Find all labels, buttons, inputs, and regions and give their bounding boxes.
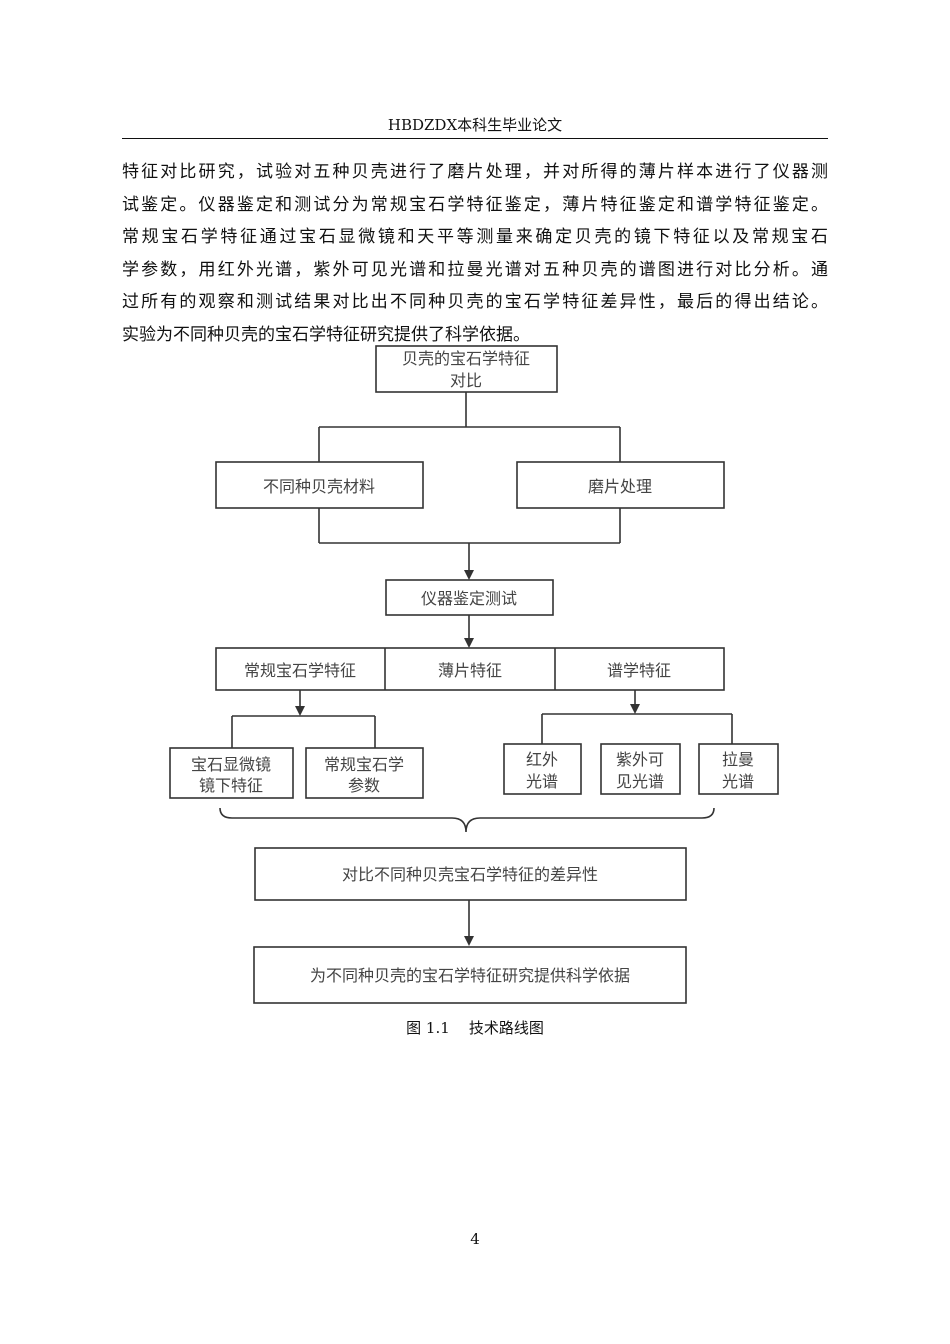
box-scientific-basis: [253, 946, 687, 1004]
category-label: 薄片特征: [438, 661, 502, 680]
paragraph-line: 试鉴定。仪器鉴定和测试分为常规宝石学特征鉴定，薄片特征鉴定和谱学特征鉴定。: [122, 194, 828, 215]
body-paragraph: 特征对比研究，试验对五种贝壳进行了磨片处理，并对所得的薄片样本进行了仪器测 试鉴…: [122, 156, 828, 351]
category-label: 谱学特征: [607, 661, 671, 680]
box-text: 参数: [348, 776, 380, 795]
box-text: 光谱: [526, 772, 558, 791]
box-text: 宝石显微镜: [191, 755, 271, 774]
header-rule: [122, 138, 828, 139]
figure-title: 技术路线图: [468, 1019, 544, 1037]
box-text: 红外: [526, 750, 558, 769]
paragraph-line: 实验为不同种贝壳的宝石学特征研究提供了科学依据。: [122, 324, 530, 345]
box-text: 见光谱: [616, 772, 664, 791]
box-text: 不同种贝壳材料: [263, 477, 375, 496]
category-row: [215, 647, 725, 691]
paragraph-line: 常规宝石学特征通过宝石显微镜和天平等测量来确定贝壳的镜下特征以及常规宝石: [122, 227, 828, 247]
box-infrared-spectrum: [503, 743, 582, 795]
grouping-brace: [219, 807, 715, 833]
page-number: 4: [470, 1230, 480, 1248]
box-conventional-parameters: [305, 747, 424, 799]
figure-label: 图 1.1: [406, 1019, 450, 1037]
box-text: 常规宝石学: [324, 755, 404, 774]
box-text: 对比: [450, 371, 482, 390]
paragraph-line: 过所有的观察和测试结果对比出不同种贝壳的宝石学特征差异性，最后的得出结论。: [122, 292, 828, 312]
box-text: 光谱: [722, 772, 754, 791]
paragraph-line: 学参数，用红外光谱，紫外可见光谱和拉曼光谱对五种贝壳的谱图进行对比分析。通: [122, 259, 828, 280]
box-text: 为不同种贝壳的宝石学特征研究提供科学依据: [310, 966, 630, 985]
technical-roadmap-flowchart: 贝壳的宝石学特征 对比 不同种贝壳材料 磨片处理 仪器鉴定测试 常规宝石学特征 …: [160, 340, 800, 1010]
box-uv-vis-spectrum: [600, 743, 681, 795]
figure-caption: 图 1.1 技术路线图: [122, 1018, 828, 1038]
box-text: 贝壳的宝石学特征: [402, 349, 530, 368]
running-header: HBDZDX本科生毕业论文: [387, 116, 563, 134]
box-text: 磨片处理: [588, 477, 652, 496]
box-text: 紫外可: [616, 750, 664, 769]
box-raman-spectrum: [698, 743, 779, 795]
paragraph-line: 特征对比研究，试验对五种贝壳进行了磨片处理，并对所得的薄片样本进行了仪器测: [122, 162, 828, 182]
box-text: 镜下特征: [199, 776, 263, 795]
box-compare-differences: [254, 847, 687, 901]
box-text: 拉曼: [722, 750, 754, 769]
box-text: 对比不同种贝壳宝石学特征的差异性: [342, 865, 598, 884]
category-label: 常规宝石学特征: [244, 661, 356, 680]
box-text: 仪器鉴定测试: [421, 589, 517, 608]
box-microscope-features: [169, 747, 294, 799]
